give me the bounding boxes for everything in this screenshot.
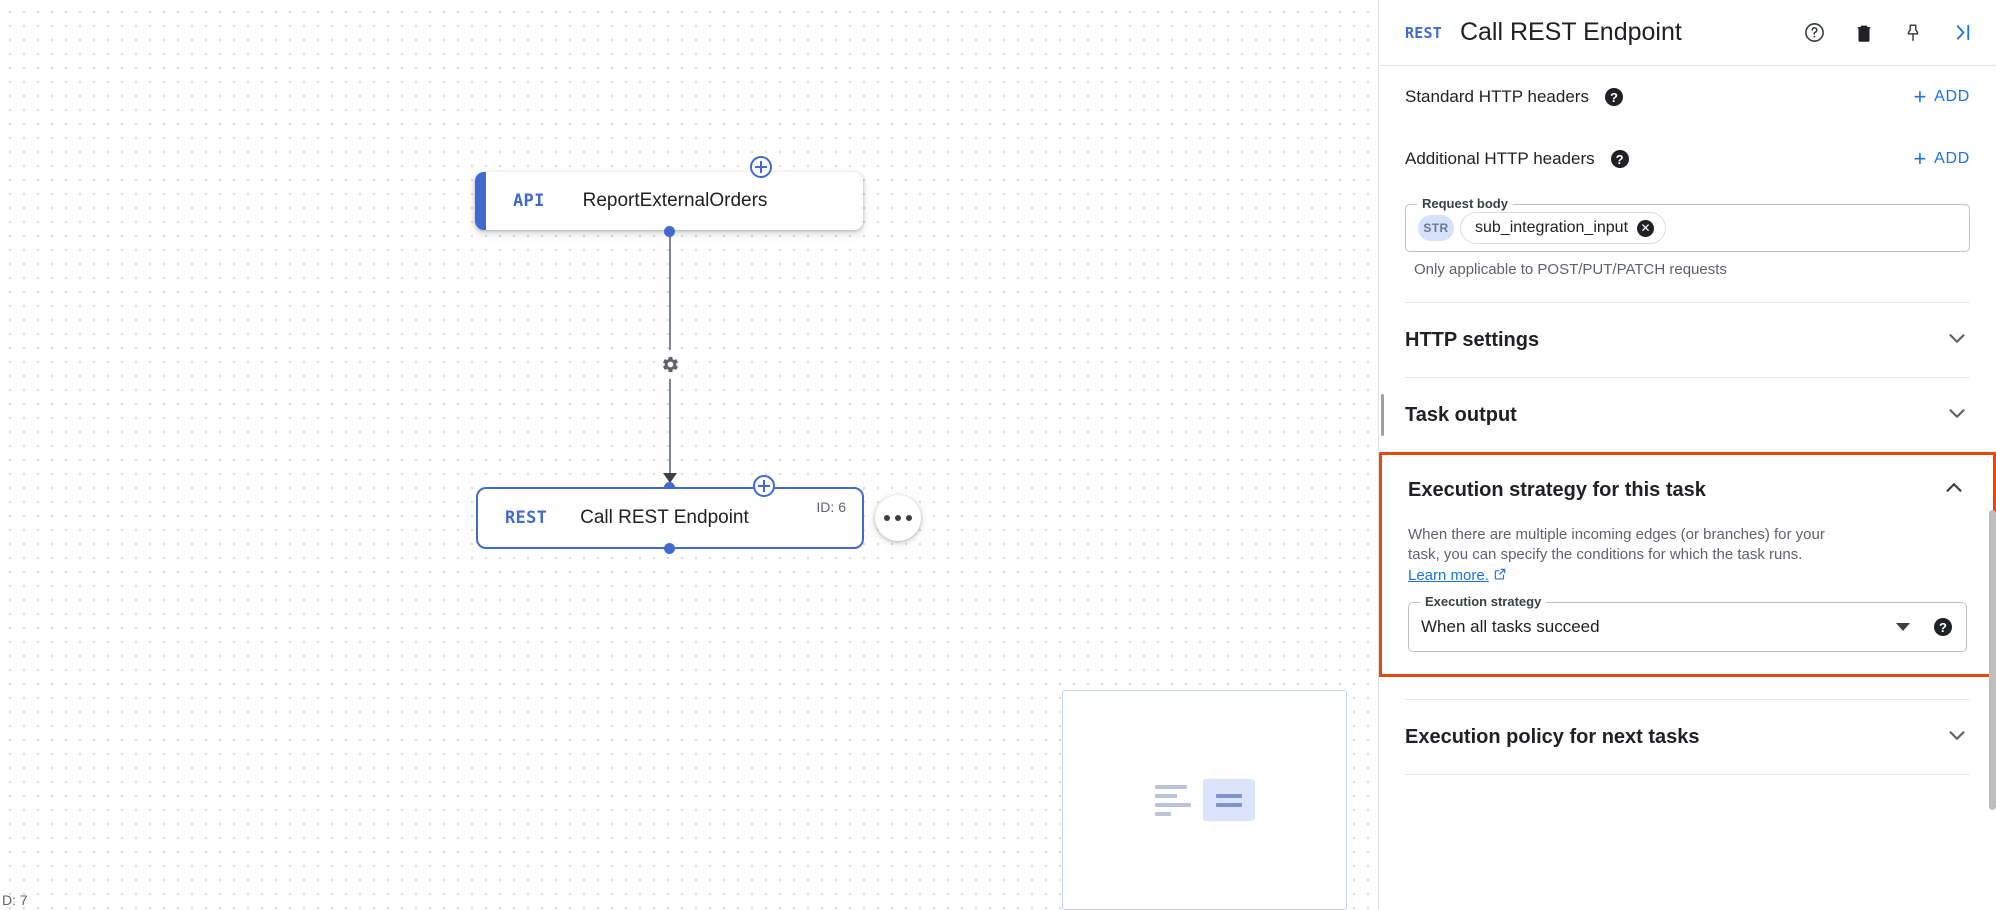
panel-body[interactable]: Standard HTTP headers ? + ADD Additional…: [1379, 66, 1996, 910]
execution-strategy-help-icon[interactable]: ?: [1934, 618, 1952, 637]
remove-request-body-value-icon[interactable]: ✕: [1637, 219, 1655, 237]
section-http-settings[interactable]: HTTP settings: [1379, 303, 1996, 377]
panel-header-actions: [1803, 21, 1974, 44]
node-overflow-menu-icon[interactable]: [875, 495, 921, 541]
execution-strategy-selected-value: When all tasks succeed: [1421, 617, 1600, 637]
execution-strategy-select[interactable]: Execution strategy When all tasks succee…: [1408, 594, 1967, 653]
help-icon[interactable]: [1803, 21, 1826, 44]
additional-http-headers-help-icon[interactable]: ?: [1610, 150, 1629, 168]
panel-header: REST Call REST Endpoint: [1379, 0, 1996, 66]
chevron-down-icon: [1944, 400, 1970, 431]
section-execution-strategy-header[interactable]: Execution strategy for this task: [1382, 455, 1993, 525]
workflow-canvas[interactable]: API ReportExternalOrders REST Call REST …: [0, 0, 1378, 910]
collapse-panel-icon[interactable]: [1951, 21, 1974, 44]
standard-http-headers-help-icon[interactable]: ?: [1604, 88, 1623, 106]
panel-type-badge: REST: [1405, 23, 1442, 42]
delete-icon[interactable]: [1853, 22, 1875, 44]
section-execution-policy[interactable]: Execution policy for next tasks: [1379, 700, 1996, 774]
section-execution-policy-label: Execution policy for next tasks: [1405, 725, 1700, 748]
request-body-helper-text: Only applicable to POST/PUT/PATCH reques…: [1414, 261, 1727, 278]
add-additional-http-header-label: ADD: [1934, 150, 1970, 167]
card-placeholder-icon: [1202, 779, 1255, 821]
node-rest-output-port[interactable]: [664, 543, 675, 554]
add-standard-http-header-label: ADD: [1934, 88, 1970, 105]
section-divider: [1405, 377, 1970, 378]
external-link-icon[interactable]: [1493, 567, 1507, 584]
add-additional-http-header-button[interactable]: + ADD: [1914, 148, 1970, 170]
request-body-value: sub_integration_input: [1475, 219, 1629, 236]
request-body-value-chip[interactable]: sub_integration_input ✕: [1460, 212, 1667, 244]
standard-http-headers-section: Standard HTTP headers ? + ADD: [1379, 66, 1996, 128]
execution-strategy-description-line2: you can specify the conditions for which…: [1443, 546, 1803, 564]
execution-strategy-field-wrap: Execution strategy When all tasks succee…: [1382, 586, 1993, 674]
standard-http-headers-label: Standard HTTP headers: [1405, 87, 1589, 106]
additional-http-headers-row: Additional HTTP headers ? + ADD: [1405, 128, 1970, 190]
execution-strategy-section: Execution strategy for this task When th…: [1379, 452, 1996, 678]
chevron-up-icon: [1941, 475, 1967, 506]
canvas-corner-label: D: 7: [2, 892, 28, 908]
additional-http-headers-section: Additional HTTP headers ? + ADD: [1379, 128, 1996, 190]
chevron-down-icon: [1944, 722, 1970, 753]
learn-more-link[interactable]: Learn more.: [1408, 566, 1489, 584]
execution-strategy-description-line1: When there are multiple incoming edges (…: [1408, 526, 1825, 564]
node-accent-bar: [475, 172, 486, 230]
node-type-badge-rest: REST: [505, 508, 548, 528]
section-execution-strategy-label: Execution strategy for this task: [1408, 478, 1706, 501]
task-config-panel: REST Call REST Endpoint: [1378, 0, 1996, 910]
section-divider: [1405, 774, 1970, 776]
edge-arrowhead: [663, 473, 677, 483]
page-title: Call REST Endpoint: [1459, 18, 1682, 46]
additional-http-headers-label: Additional HTTP headers: [1405, 149, 1595, 168]
add-standard-http-header-button[interactable]: + ADD: [1914, 86, 1970, 108]
canvas-floating-panel-placeholder: [1154, 779, 1255, 821]
list-lines-icon: [1154, 784, 1191, 816]
request-body-field[interactable]: Request body STR sub_integration_input ✕: [1405, 196, 1970, 252]
plus-icon: +: [1913, 146, 1928, 171]
standard-http-headers-row: Standard HTTP headers ? + ADD: [1405, 66, 1970, 128]
node-api-output-port[interactable]: [664, 226, 675, 237]
node-title-api: ReportExternalOrders: [582, 190, 768, 211]
node-type-badge-api: API: [513, 191, 545, 211]
canvas-node-rest[interactable]: REST Call REST Endpoint ID: 6: [476, 487, 864, 549]
add-node-after-rest-icon[interactable]: [753, 475, 775, 497]
add-node-after-api-icon[interactable]: [750, 156, 772, 178]
request-body-section: Request body STR sub_integration_input ✕…: [1379, 196, 1996, 303]
section-task-output-label: Task output: [1405, 403, 1517, 426]
execution-strategy-field-legend: Execution strategy: [1420, 594, 1547, 610]
canvas-node-api[interactable]: API ReportExternalOrders: [475, 172, 863, 230]
plus-icon: +: [1913, 84, 1928, 109]
canvas-floating-panel[interactable]: [1062, 690, 1347, 910]
panel-scroll-indicator: [1381, 394, 1384, 436]
section-divider: [1405, 699, 1970, 701]
chevron-down-icon[interactable]: [1896, 623, 1910, 632]
chevron-down-icon: [1944, 325, 1970, 356]
pin-icon[interactable]: [1902, 22, 1924, 44]
node-id-label: ID: 6: [816, 499, 846, 515]
request-body-type-chip: STR: [1418, 215, 1454, 241]
execution-strategy-description: When there are multiple incoming edges (…: [1382, 525, 1852, 586]
node-title-rest: Call REST Endpoint: [580, 507, 749, 528]
section-divider: [1405, 302, 1970, 303]
section-task-output[interactable]: Task output: [1379, 378, 1996, 452]
panel-scrollbar[interactable]: [1989, 510, 1996, 810]
edge-settings-gear-icon[interactable]: [656, 350, 685, 379]
request-body-legend: Request body: [1417, 196, 1513, 211]
section-http-settings-label: HTTP settings: [1405, 328, 1540, 351]
